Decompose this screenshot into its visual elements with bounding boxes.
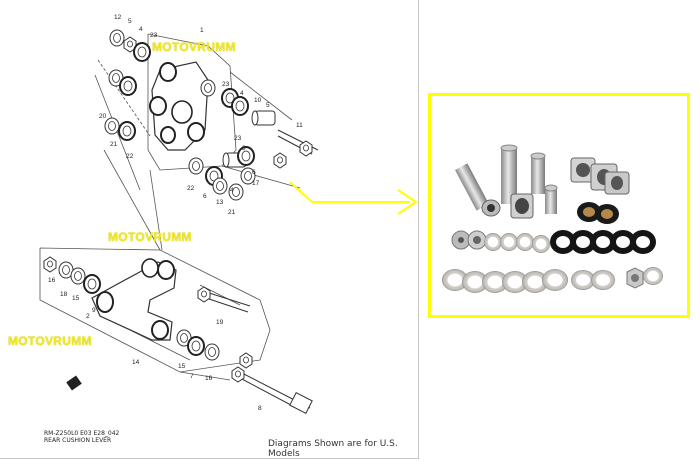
part-number: 1: [200, 27, 204, 34]
cushion-rod: [91, 258, 177, 341]
rear-cushion-lever-exploded-diagram: 12 5 4 23 1 23 4 10 5 11 20 21 22 23 3 2…: [39, 14, 418, 414]
part-number: 14: [132, 359, 140, 366]
part-number: 3: [242, 145, 246, 152]
diagram-code: RM-Z250L0 E03 E28_042: [44, 430, 120, 437]
watermark: MOTOVRUMM: [108, 230, 192, 244]
part-number: 20: [99, 113, 107, 120]
part-number: 15: [178, 363, 186, 370]
bearing-kit-photo: [442, 144, 663, 293]
part-number: 6: [252, 169, 256, 176]
bolt-19: [197, 286, 251, 313]
bolt-8: [231, 366, 313, 414]
models-note: Diagrams Shown are for U.S. Models: [268, 439, 398, 459]
part-number: 9: [92, 307, 96, 314]
bolt-11: [277, 129, 319, 157]
part-number: 6: [203, 193, 207, 200]
part-number: 12: [114, 14, 122, 21]
part-number: 23: [234, 135, 242, 142]
part-number: 23: [150, 32, 158, 39]
part-number: 5: [128, 18, 132, 25]
watermark: MOTOVRUMM: [152, 40, 236, 54]
parts-diagram-panel: 12 5 4 23 1 23 4 10 5 11 20 21 22 23 3 2…: [0, 0, 419, 459]
part-number: 4: [139, 26, 143, 33]
part-number: 15: [72, 295, 80, 302]
part-number: 8: [258, 405, 262, 412]
cushion-lever: [149, 61, 209, 151]
part-number: 11: [296, 122, 303, 129]
pin-sleeves: [455, 144, 558, 217]
product-photo-panel: [428, 93, 690, 318]
diagram-title: REAR CUSHION LEVER: [44, 437, 112, 444]
dust-seals: [550, 202, 656, 254]
part-number: 17: [252, 180, 260, 187]
part-number: 21: [228, 209, 236, 216]
diagram-caption: RM-Z250L0 E03 E28_042 REAR CUSHION LEVER: [44, 430, 119, 444]
part-number: 18: [60, 291, 68, 298]
upper-lever-group: [94, 33, 301, 251]
thrust-washers: [442, 267, 663, 293]
part-number: 13: [216, 199, 224, 206]
part-number: 16: [48, 277, 56, 284]
part-number: 2: [86, 313, 90, 320]
part-number: 5: [266, 102, 270, 109]
part-number: 4: [240, 90, 244, 97]
part-number: 7: [190, 373, 194, 380]
part-number: 19: [216, 319, 224, 326]
part-number: 16: [205, 375, 213, 382]
part-number: 22: [187, 185, 195, 192]
part-number: 22: [126, 153, 134, 160]
part-number: 21: [110, 141, 118, 148]
part-number: 10: [254, 97, 262, 104]
part-number: 23: [222, 81, 230, 88]
part-number: 4: [230, 187, 234, 194]
front-arrow-icon: [66, 375, 82, 391]
needle-bearings: [510, 157, 630, 219]
highlight-pointer-arrow: [289, 181, 418, 215]
small-washers: [451, 230, 550, 253]
part-number-labels: 12 5 4 23 1 23 4 10 5 11 20 21 22 23 3 2…: [48, 14, 303, 412]
watermark: MOTOVRUMM: [8, 334, 92, 348]
